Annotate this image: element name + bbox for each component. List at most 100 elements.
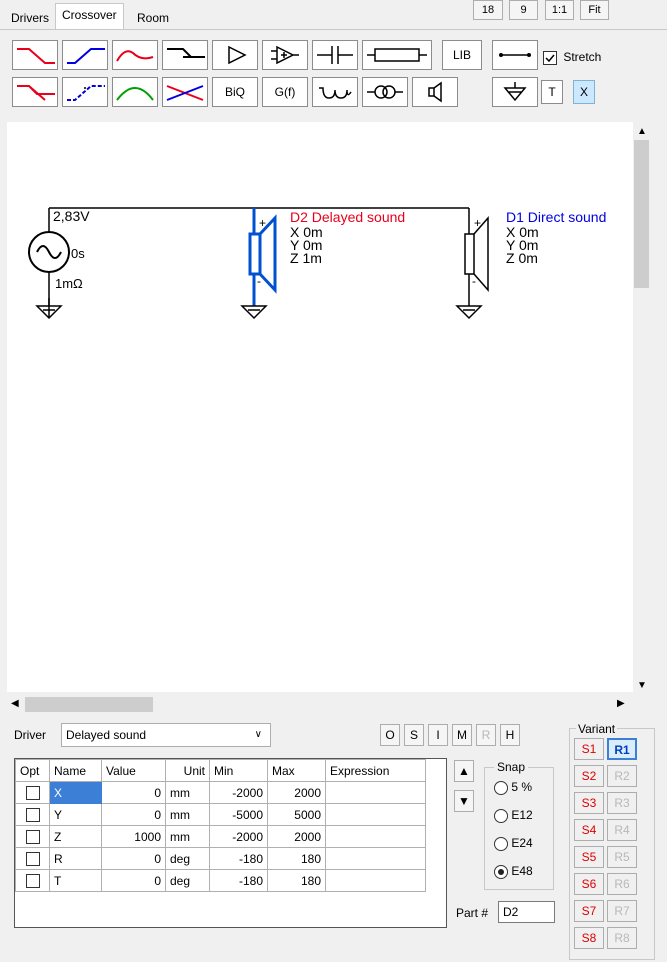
- value-cell[interactable]: 0: [101, 803, 166, 826]
- ground-button[interactable]: [492, 77, 538, 107]
- horizontal-scroll-thumb[interactable]: [25, 697, 153, 712]
- opt-cell[interactable]: [15, 825, 50, 848]
- x-button[interactable]: X: [573, 80, 595, 104]
- min-cell[interactable]: -2000: [209, 781, 268, 804]
- resistor-button[interactable]: [362, 40, 432, 70]
- max-cell[interactable]: 2000: [267, 781, 326, 804]
- opt-checkbox[interactable]: [25, 829, 40, 844]
- schematic-canvas[interactable]: 2,83V 0s 1mΩ + - D2 Delayed sound X 0m Y…: [7, 122, 633, 692]
- snap-option-e12[interactable]: E12: [494, 808, 533, 823]
- name-cell[interactable]: T: [49, 869, 102, 892]
- vertical-scroll-thumb[interactable]: [634, 140, 649, 288]
- mode-m-button[interactable]: M: [452, 724, 472, 746]
- max-cell[interactable]: 180: [267, 869, 326, 892]
- highpass-alt-button[interactable]: [62, 77, 108, 107]
- tab-crossover[interactable]: Crossover: [55, 3, 124, 29]
- variant-s5-button[interactable]: S5: [574, 846, 604, 868]
- expression-cell[interactable]: [325, 803, 426, 826]
- part-input[interactable]: D2: [498, 901, 555, 923]
- vertical-scrollbar[interactable]: ▲ ▼: [633, 122, 650, 696]
- zoom-9-button[interactable]: 9: [509, 0, 538, 20]
- scroll-left-icon[interactable]: ◀: [11, 698, 19, 709]
- amplifier-button[interactable]: [212, 40, 258, 70]
- variant-s4-button[interactable]: S4: [574, 819, 604, 841]
- opt-cell[interactable]: [15, 803, 50, 826]
- tab-room[interactable]: Room: [137, 11, 170, 25]
- variant-s3-button[interactable]: S3: [574, 792, 604, 814]
- stretch-checkbox[interactable]: Stretch: [543, 50, 601, 65]
- opt-checkbox[interactable]: [25, 785, 40, 800]
- tab-drivers[interactable]: Drivers: [11, 11, 49, 25]
- opt-checkbox[interactable]: [25, 807, 40, 822]
- variant-s8-button[interactable]: S8: [574, 927, 604, 949]
- zoom-18-button[interactable]: 18: [473, 0, 503, 20]
- variant-s1-button[interactable]: S1: [574, 738, 604, 760]
- expression-cell[interactable]: [325, 781, 426, 804]
- biquad-button[interactable]: BiQ: [212, 77, 258, 107]
- opt-checkbox[interactable]: [25, 873, 40, 888]
- scroll-up-icon[interactable]: ▲: [637, 126, 647, 137]
- bandpass-button[interactable]: [112, 40, 158, 70]
- shelf-button[interactable]: [162, 40, 208, 70]
- snap-option-e48[interactable]: E48: [494, 864, 533, 879]
- variant-s7-button[interactable]: S7: [574, 900, 604, 922]
- max-cell[interactable]: 5000: [267, 803, 326, 826]
- mode-o-button[interactable]: O: [380, 724, 400, 746]
- move-down-button[interactable]: ▼: [454, 790, 474, 812]
- value-cell[interactable]: 1000: [101, 825, 166, 848]
- crossover-button[interactable]: [162, 77, 208, 107]
- snap-option-e24[interactable]: E24: [494, 836, 533, 851]
- lowpass-alt-button[interactable]: [12, 77, 58, 107]
- t-button[interactable]: T: [541, 80, 563, 104]
- opt-cell[interactable]: [15, 781, 50, 804]
- variant-r7-button[interactable]: R7: [607, 900, 637, 922]
- bandpass-alt-button[interactable]: [112, 77, 158, 107]
- expression-cell[interactable]: [325, 825, 426, 848]
- expression-cell[interactable]: [325, 869, 426, 892]
- scroll-right-icon[interactable]: ▶: [617, 698, 625, 709]
- variant-s6-button[interactable]: S6: [574, 873, 604, 895]
- value-cell[interactable]: 0: [101, 847, 166, 870]
- driver-select[interactable]: Delayed sound ∨: [61, 723, 271, 747]
- min-cell[interactable]: -5000: [209, 803, 268, 826]
- opt-cell[interactable]: [15, 847, 50, 870]
- scroll-down-icon[interactable]: ▼: [637, 680, 647, 691]
- name-cell[interactable]: R: [49, 847, 102, 870]
- variant-r4-button[interactable]: R4: [607, 819, 637, 841]
- variant-s2-button[interactable]: S2: [574, 765, 604, 787]
- mode-i-button[interactable]: I: [428, 724, 448, 746]
- transfer-function-button[interactable]: G(f): [262, 77, 308, 107]
- mode-s-button[interactable]: S: [404, 724, 424, 746]
- variant-r1-button[interactable]: R1: [607, 738, 637, 760]
- lib-button[interactable]: LIB: [442, 40, 482, 70]
- name-cell[interactable]: Y: [49, 803, 102, 826]
- snap-option-5pct[interactable]: 5 %: [494, 780, 532, 795]
- variant-r2-button[interactable]: R2: [607, 765, 637, 787]
- name-cell[interactable]: Z: [49, 825, 102, 848]
- move-up-button[interactable]: ▲: [454, 760, 474, 782]
- min-cell[interactable]: -2000: [209, 825, 268, 848]
- max-cell[interactable]: 180: [267, 847, 326, 870]
- variant-r3-button[interactable]: R3: [607, 792, 637, 814]
- mode-h-button[interactable]: H: [500, 724, 520, 746]
- highpass-button[interactable]: [62, 40, 108, 70]
- max-cell[interactable]: 2000: [267, 825, 326, 848]
- zoom-1-1-button[interactable]: 1:1: [545, 0, 574, 20]
- variant-r5-button[interactable]: R5: [607, 846, 637, 868]
- variant-r8-button[interactable]: R8: [607, 927, 637, 949]
- opt-checkbox[interactable]: [25, 851, 40, 866]
- horizontal-scrollbar[interactable]: ◀ ▶: [7, 696, 633, 713]
- transformer-button[interactable]: [362, 77, 408, 107]
- wire-button[interactable]: [492, 40, 538, 70]
- value-cell[interactable]: 0: [101, 869, 166, 892]
- min-cell[interactable]: -180: [209, 847, 268, 870]
- inductor-button[interactable]: [312, 77, 358, 107]
- min-cell[interactable]: -180: [209, 869, 268, 892]
- lowpass-button[interactable]: [12, 40, 58, 70]
- name-cell[interactable]: X: [49, 781, 102, 804]
- value-cell[interactable]: 0: [101, 781, 166, 804]
- zoom-fit-button[interactable]: Fit: [580, 0, 609, 20]
- opt-cell[interactable]: [15, 869, 50, 892]
- expression-cell[interactable]: [325, 847, 426, 870]
- speaker-button[interactable]: [412, 77, 458, 107]
